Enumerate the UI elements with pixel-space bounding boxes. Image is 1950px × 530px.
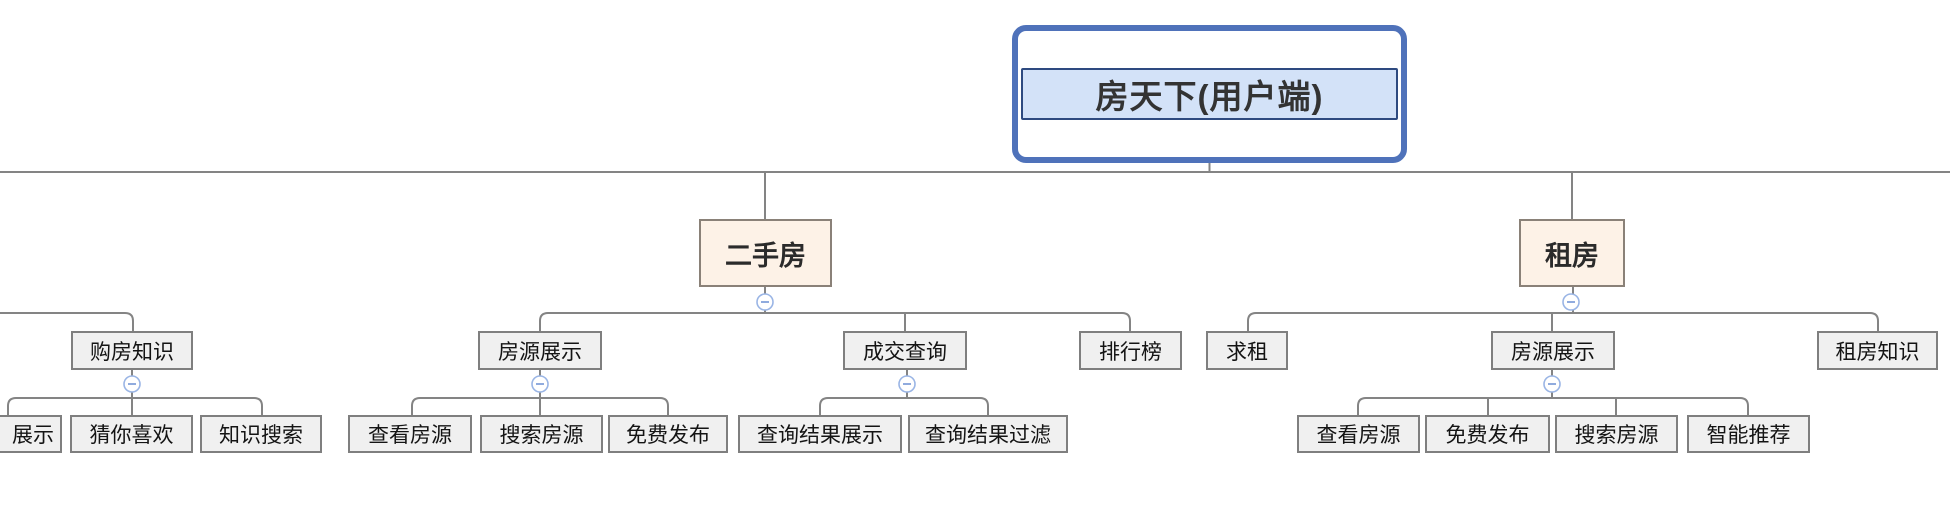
node-root[interactable]: 房天下(用户端) <box>1012 25 1407 163</box>
connector-rail-offscreen-left <box>0 312 134 331</box>
connector-rail-second-hand <box>539 287 1131 331</box>
node-deal-query[interactable]: 成交查询 <box>843 331 967 370</box>
collapse-icon[interactable] <box>898 375 916 393</box>
node-knowledge-search[interactable]: 知识搜索 <box>200 415 322 453</box>
node-purchase-knowledge[interactable]: 购房知识 <box>71 331 193 370</box>
collapse-icon[interactable] <box>123 375 141 393</box>
collapse-icon[interactable] <box>756 293 774 311</box>
node-search-listing-left[interactable]: 搜索房源 <box>480 415 603 453</box>
collapse-icon[interactable] <box>1543 375 1561 393</box>
node-rental[interactable]: 租房 <box>1519 219 1625 287</box>
node-guess-you-like[interactable]: 猜你喜欢 <box>70 415 193 453</box>
connector-rail-rental <box>1247 287 1879 331</box>
collapse-icon[interactable] <box>1562 293 1580 311</box>
node-view-listing-left[interactable]: 查看房源 <box>348 415 472 453</box>
node-rental-knowledge[interactable]: 租房知识 <box>1817 331 1938 370</box>
node-second-hand[interactable]: 二手房 <box>699 219 832 287</box>
node-free-publish-left[interactable]: 免费发布 <box>608 415 728 453</box>
node-query-result-filter[interactable]: 查询结果过滤 <box>908 415 1068 453</box>
node-seek-rent[interactable]: 求租 <box>1206 331 1288 370</box>
node-view-listing-right[interactable]: 查看房源 <box>1297 415 1420 453</box>
collapse-icon[interactable] <box>531 375 549 393</box>
node-listing-display-left[interactable]: 房源展示 <box>478 331 602 370</box>
node-ranking[interactable]: 排行榜 <box>1079 331 1182 370</box>
node-query-result-display[interactable]: 查询结果展示 <box>738 415 902 453</box>
node-listing-display-right[interactable]: 房源展示 <box>1491 331 1615 370</box>
node-display-partial[interactable]: 展示 <box>0 415 62 453</box>
node-root-label: 房天下(用户端) <box>1021 68 1398 120</box>
node-free-publish-right[interactable]: 免费发布 <box>1425 415 1550 453</box>
node-smart-recommend[interactable]: 智能推荐 <box>1687 415 1810 453</box>
collapse-icons <box>123 293 1580 393</box>
node-search-listing-right[interactable]: 搜索房源 <box>1555 415 1678 453</box>
